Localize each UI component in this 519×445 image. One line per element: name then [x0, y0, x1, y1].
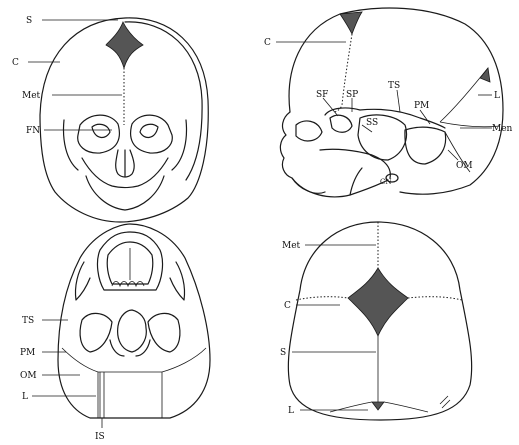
basal-left-zygomatic-arch	[75, 262, 90, 300]
basal-label-is: IS	[95, 432, 105, 442]
lateral-label-om: OM	[456, 161, 473, 171]
superior-label-s: S	[280, 348, 286, 358]
superior-label-l: L	[288, 406, 294, 416]
lateral-label-sf: SF	[316, 90, 328, 100]
frontal-left-cheek	[64, 120, 78, 170]
basal-skull-outline	[58, 224, 210, 418]
superior-label-c: C	[284, 301, 291, 311]
superior-view-panel: Met C S L	[280, 222, 472, 420]
lateral-label-pm: PM	[414, 101, 429, 111]
lateral-label-men: Men	[492, 124, 513, 134]
basal-label-ts: TS	[22, 316, 34, 326]
superior-anterior-fontanelle	[348, 268, 408, 336]
frontal-right-orbit-inner	[140, 124, 158, 137]
lateral-label-sp: SP	[346, 90, 358, 100]
lateral-posterior-region	[405, 127, 446, 164]
frontal-left-orbit	[78, 115, 120, 153]
frontal-label-c: C	[12, 58, 19, 68]
frontal-right-orbit	[131, 115, 173, 153]
superior-label-met: Met	[282, 241, 301, 251]
basal-view-panel: TS PM OM L IS	[20, 224, 210, 442]
lateral-pm-leader	[420, 110, 430, 124]
lateral-label-cn: CN	[380, 178, 391, 186]
basal-foramen-magnum-region	[118, 310, 147, 352]
lateral-face-profile	[280, 112, 325, 193]
lateral-orbit	[296, 121, 322, 141]
frontal-right-cheek	[172, 120, 186, 170]
frontal-label-met: Met	[22, 91, 41, 101]
basal-label-l: L	[22, 392, 28, 402]
lateral-label-c: C	[264, 38, 271, 48]
lateral-label-ts: TS	[388, 81, 400, 91]
basal-label-pm: PM	[20, 348, 35, 358]
lateral-zygoma	[320, 149, 390, 178]
lateral-label-l: L	[494, 91, 500, 101]
basal-occipital-plate	[98, 372, 162, 418]
lateral-mandible	[292, 178, 388, 197]
lateral-sphenoid-fontanelle-area	[330, 115, 352, 132]
basal-left-petrous	[80, 313, 112, 352]
basal-right-zygomatic-arch	[170, 262, 185, 300]
lateral-label-ss: SS	[366, 118, 378, 128]
frontal-mandible	[86, 176, 164, 210]
frontal-left-orbit-inner	[92, 124, 110, 137]
lateral-anterior-fontanelle	[340, 12, 362, 34]
superior-left-coronal-suture	[296, 297, 348, 300]
lateral-coronal-suture	[334, 34, 352, 112]
superior-orientation-mark	[440, 396, 450, 408]
lateral-view-panel: C SF SP TS SS PM L Men OM CN	[264, 8, 513, 197]
basal-right-petrous	[148, 313, 180, 352]
superior-posterior-fontanelle	[372, 402, 384, 410]
frontal-label-s: S	[26, 16, 32, 26]
lateral-sf-leader	[323, 98, 338, 116]
frontal-label-fn: FN	[26, 126, 40, 136]
lateral-ts-leader	[397, 90, 400, 112]
lateral-posterior-fontanelle	[480, 68, 490, 82]
frontal-anterior-fontanelle	[106, 22, 143, 68]
basal-label-om: OM	[20, 371, 37, 381]
superior-right-coronal-suture	[408, 297, 462, 300]
frontal-view-panel: S C Met FN	[12, 16, 208, 222]
lateral-mastoid-line	[440, 122, 500, 127]
